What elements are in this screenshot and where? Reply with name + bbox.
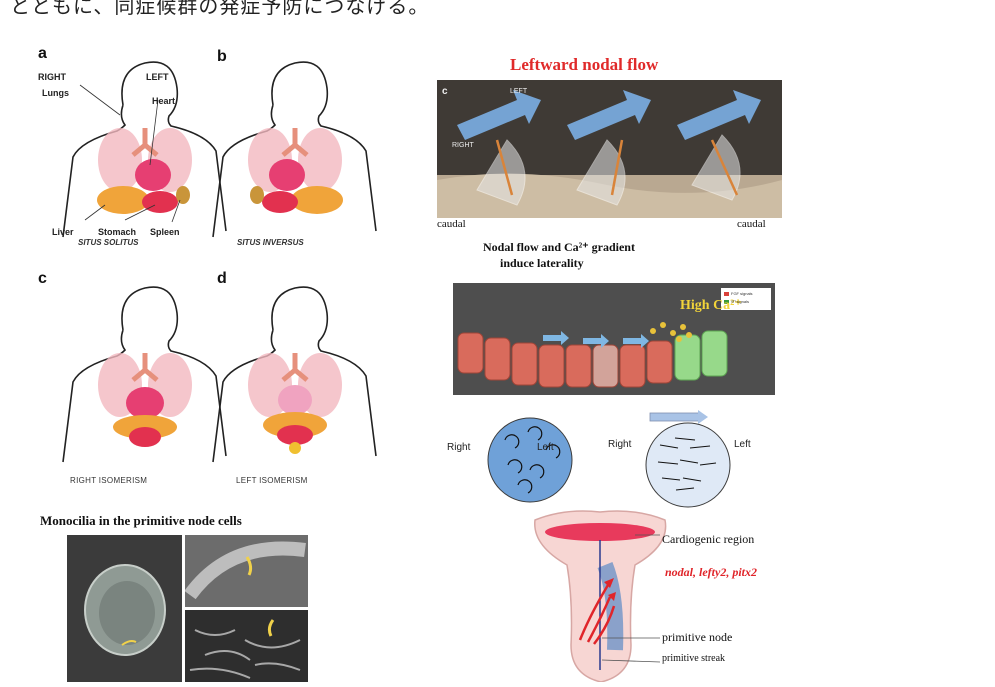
label-right: RIGHT — [38, 72, 66, 82]
circle-left-label-1: Left — [537, 442, 554, 453]
caption-situs-solitus: SITUS SOLITUS — [78, 238, 138, 247]
panel-letter-d: d — [217, 270, 227, 288]
vortex-circle — [488, 418, 572, 502]
panel-letter-c: c — [38, 270, 47, 288]
directional-flow-circle — [646, 423, 730, 507]
flow-direction-bar — [650, 413, 700, 421]
anatomy-figure — [30, 40, 380, 500]
label-lungs: Lungs — [42, 88, 69, 98]
circle-right-label-2: Right — [608, 439, 631, 450]
legend-fgf: FGF signals — [731, 291, 753, 296]
panel-c — [63, 287, 226, 462]
label-stomach: Stomach — [98, 227, 136, 237]
caption-situs-inversus: SITUS INVERSUS — [237, 238, 304, 247]
primitive-node-label: primitive node — [662, 630, 732, 645]
primitive-streak-label: primitive streak — [662, 653, 725, 664]
circle-left-label-2: Left — [734, 439, 751, 450]
panel-b — [213, 62, 376, 237]
flow-left-label: LEFT — [510, 88, 527, 95]
label-heart: Heart — [152, 96, 175, 106]
flow-circles — [480, 410, 780, 510]
top-text: とともに、同症候群の発症予防につなげる。 — [10, 0, 429, 19]
monocilia-node-photo — [67, 535, 182, 682]
circle-right-label-1: Right — [447, 442, 470, 453]
cilia-closeup-photo — [185, 535, 308, 607]
label-spleen: Spleen — [150, 227, 180, 237]
calcium-title-line2: induce laterality — [500, 256, 584, 271]
caption-right-isomerism: RIGHT ISOMERISM — [70, 476, 147, 485]
panel-letter-b: b — [217, 48, 227, 66]
legend-sh: Sᴴ signals — [731, 299, 749, 304]
genes-label: nodal, lefty2, pitx2 — [665, 565, 757, 580]
panel-a — [63, 62, 226, 237]
flow-panel-letter: c — [442, 86, 448, 97]
flow-right-label: RIGHT — [452, 142, 474, 149]
monocilia-title: Monocilia in the primitive node cells — [40, 513, 242, 529]
embryo-diagram — [530, 510, 670, 682]
caption-left-isomerism: LEFT ISOMERISM — [236, 476, 308, 485]
caudal-left: caudal — [437, 218, 466, 230]
flow-direction-arrow-icon — [698, 410, 708, 424]
label-liver: Liver — [52, 227, 74, 237]
flow-title: Leftward nodal flow — [510, 55, 658, 75]
cilia-field-photo — [185, 610, 308, 682]
panel-letter-a: a — [38, 45, 47, 63]
cardiogenic-label: Cardiogenic region — [662, 532, 754, 547]
caudal-right: caudal — [737, 218, 766, 230]
label-left: LEFT — [146, 72, 169, 82]
nodal-flow-image — [437, 80, 782, 218]
panel-d — [213, 287, 376, 462]
calcium-title-line1: Nodal flow and Ca²⁺ gradient — [483, 240, 635, 255]
